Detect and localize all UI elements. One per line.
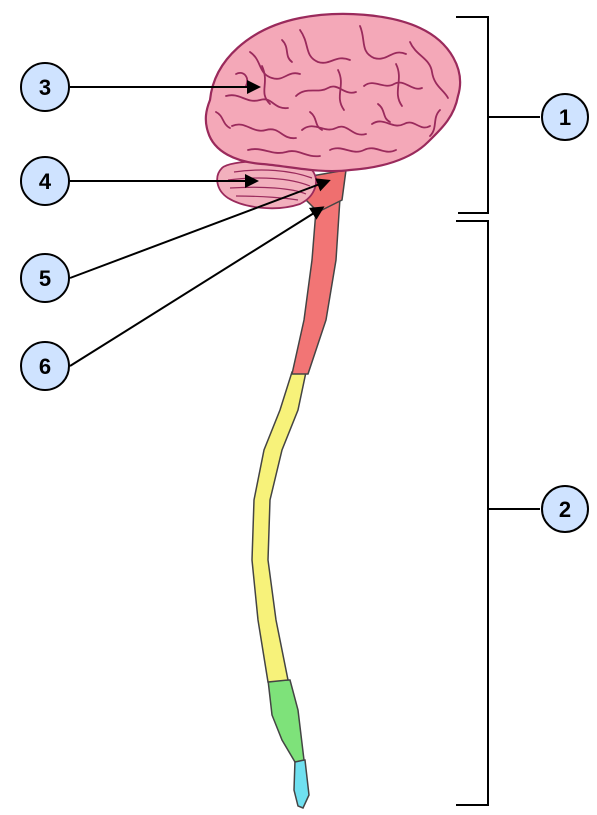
callout-label: 5 [39, 266, 51, 291]
callout-label: 4 [39, 169, 52, 194]
callout-6: 6 [21, 342, 69, 390]
arrow-6-medulla [70, 208, 322, 366]
callout-label: 1 [559, 105, 571, 130]
callout-label: 3 [39, 75, 51, 100]
spinal-segment-thoracic [252, 372, 306, 682]
callout-label: 2 [559, 497, 571, 522]
spinal-cord [252, 198, 340, 808]
cerebrum [206, 14, 460, 171]
callout-1: 1 [542, 94, 588, 140]
callout-2: 2 [542, 486, 588, 532]
brace-brain [456, 17, 540, 213]
spinal-segment-cervical [292, 198, 340, 374]
callout-5: 5 [21, 254, 69, 302]
spinal-segment-sacral [294, 760, 309, 808]
brace-spinal-cord [456, 221, 540, 805]
callout-label: 6 [39, 354, 51, 379]
spinal-segment-lumbar [268, 680, 304, 762]
callout-4: 4 [21, 157, 69, 205]
callout-3: 3 [21, 63, 69, 111]
